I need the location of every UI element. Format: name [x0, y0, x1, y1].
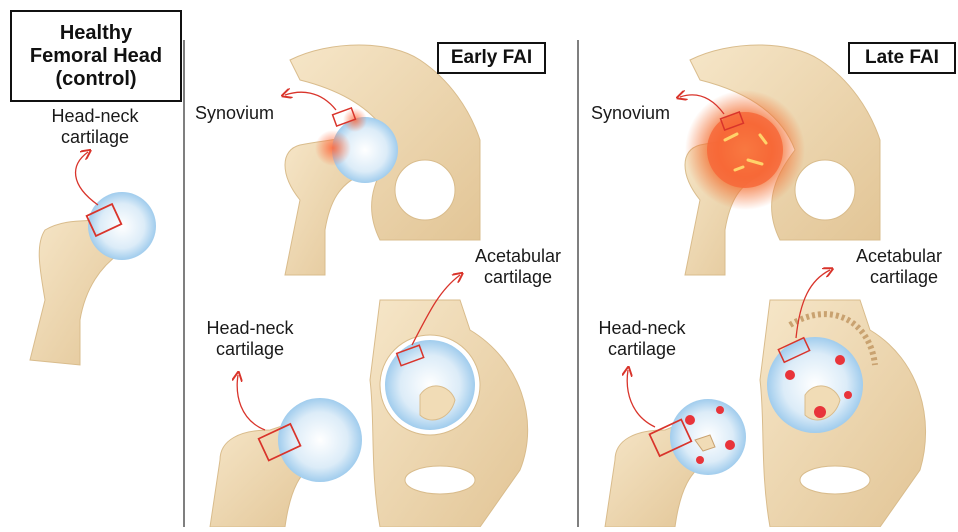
early-acetabular-line-1: Acetabular	[462, 246, 574, 267]
late-top-hip	[680, 45, 880, 275]
late-synovium-label: Synovium	[591, 103, 670, 124]
early-head-neck-label: Head-neck cartilage	[195, 318, 305, 359]
control-title-line-3: (control)	[30, 68, 162, 91]
early-synovium-label: Synovium	[195, 103, 274, 124]
control-callout-arrow	[76, 152, 98, 205]
late-bottom-femur	[605, 370, 746, 527]
early-top-hip	[285, 45, 480, 275]
control-title-line-2: Femoral Head	[30, 45, 162, 68]
control-title-line-1: Healthy	[30, 22, 162, 45]
late-bottom-acetabulum	[760, 270, 926, 527]
late-acetabular-label: Acetabular cartilage	[856, 246, 958, 287]
early-head-neck-line-2: cartilage	[195, 339, 305, 360]
early-title-box: Early FAI	[437, 42, 546, 74]
control-title-box: Healthy Femoral Head (control)	[10, 10, 182, 102]
early-acetabular-line-2: cartilage	[462, 267, 574, 288]
early-head-neck-line-1: Head-neck	[195, 318, 305, 339]
late-head-neck-label: Head-neck cartilage	[587, 318, 697, 359]
control-head-neck-label: Head-neck cartilage	[20, 106, 170, 147]
late-title-box: Late FAI	[848, 42, 956, 74]
control-head-neck-line-1: Head-neck	[20, 106, 170, 127]
early-acetabular-label: Acetabular cartilage	[462, 246, 574, 287]
late-acetabular-line-1: Acetabular	[856, 246, 958, 267]
late-acetabular-line-2: cartilage	[856, 267, 958, 288]
early-bottom-acetabulum	[370, 275, 528, 527]
control-femoral-head	[88, 192, 156, 260]
late-head-neck-line-2: cartilage	[587, 339, 697, 360]
late-head-neck-line-1: Head-neck	[587, 318, 697, 339]
control-head-neck-line-2: cartilage	[20, 127, 170, 148]
early-bottom-femur	[210, 375, 362, 527]
control-femur	[30, 152, 156, 365]
